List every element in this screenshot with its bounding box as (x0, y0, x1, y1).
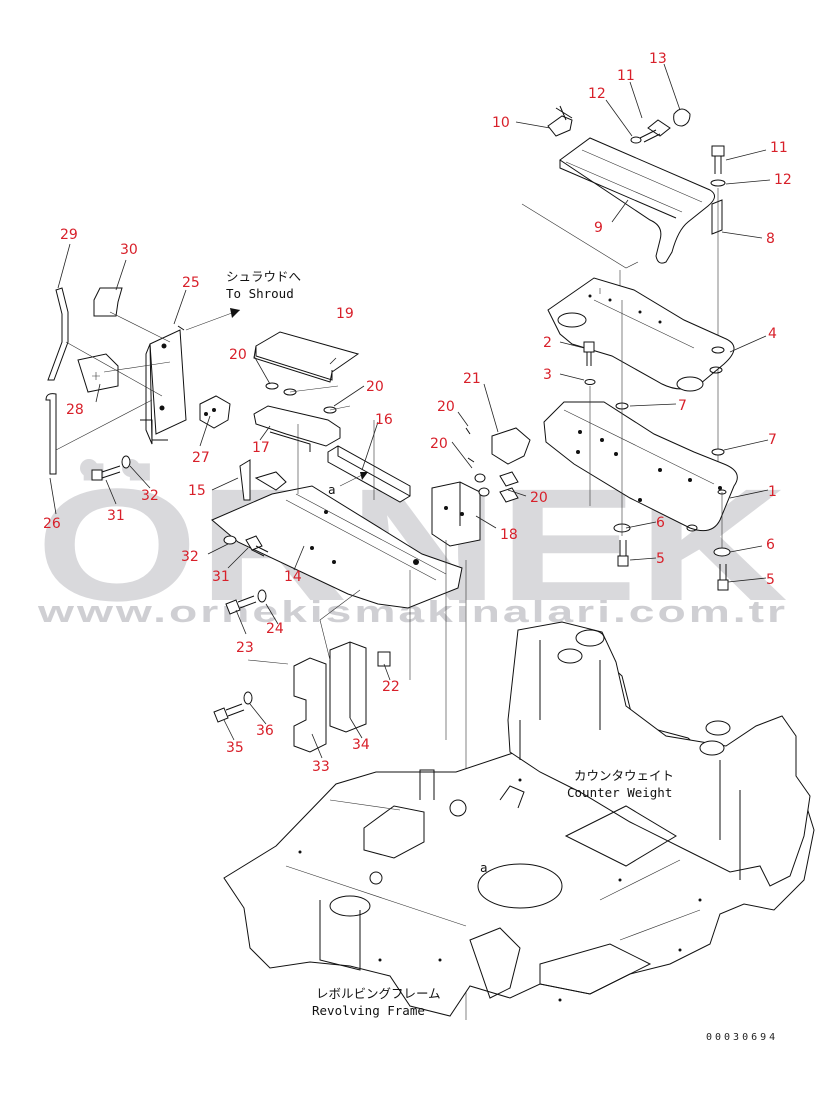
fasteners-right (583, 300, 731, 591)
cover-parts-top (521, 105, 726, 488)
callout-16: 16 (375, 412, 393, 428)
callout-32: 32 (141, 488, 159, 504)
callout-12: 12 (774, 172, 792, 188)
section-mark-a-top: a (328, 482, 336, 497)
annotations: シュラウドへ To Shroud カウンタウェイト Counter Weight… (226, 269, 778, 1043)
callout-32: 32 (181, 549, 199, 565)
callout-25: 25 (182, 275, 200, 291)
callout-29: 29 (60, 227, 78, 243)
callout-26: 26 (43, 516, 61, 532)
callout-8: 8 (766, 231, 775, 247)
label-counterweight-en: Counter Weight (567, 785, 672, 800)
label-revolving-frame-jp: レボルビングフレーム (316, 986, 441, 1001)
callout-9: 9 (594, 220, 603, 236)
callout-22: 22 (382, 679, 400, 695)
callout-1: 1 (768, 484, 777, 500)
callout-20: 20 (229, 347, 247, 363)
label-to-shroud-en: To Shroud (226, 286, 294, 301)
callout-20: 20 (437, 399, 455, 415)
callout-34: 34 (352, 737, 370, 753)
callout-31: 31 (212, 569, 230, 585)
label-to-shroud-jp: シュラウドへ (226, 269, 301, 284)
part-callouts: 13 11 12 10 11 12 9 8 29 30 25 19 20 20 … (43, 51, 792, 775)
callout-33: 33 (312, 759, 330, 775)
callout-11: 11 (617, 68, 635, 84)
callout-2: 2 (543, 335, 552, 351)
callout-13: 13 (649, 51, 667, 67)
callout-36: 36 (256, 723, 274, 739)
callout-28: 28 (66, 402, 84, 418)
callout-18: 18 (500, 527, 518, 543)
callout-20: 20 (530, 490, 548, 506)
callout-21: 21 (463, 371, 481, 387)
left-cover-parts (45, 287, 241, 481)
plate-1 (543, 401, 738, 532)
label-counterweight-jp: カウンタウェイト (574, 768, 674, 783)
center-cover-parts (211, 331, 531, 1020)
callout-6: 6 (656, 515, 665, 531)
callout-6: 6 (766, 537, 775, 553)
callout-17: 17 (252, 440, 270, 456)
callout-27: 27 (192, 450, 210, 466)
leader-lines (49, 63, 771, 759)
label-revolving-frame-en: Revolving Frame (312, 1003, 425, 1018)
callout-12: 12 (588, 86, 606, 102)
callout-10: 10 (492, 115, 510, 131)
callout-7: 7 (678, 398, 687, 414)
callout-15: 15 (188, 483, 206, 499)
callout-14: 14 (284, 569, 302, 585)
callout-31: 31 (107, 508, 125, 524)
callout-20: 20 (430, 436, 448, 452)
callout-11: 11 (770, 140, 788, 156)
drawing-code: 00030694 (706, 1032, 778, 1043)
callout-20: 20 (366, 379, 384, 395)
callout-24: 24 (266, 621, 284, 637)
callout-23: 23 (236, 640, 254, 656)
callout-30: 30 (120, 242, 138, 258)
callout-4: 4 (768, 326, 777, 342)
callout-5: 5 (656, 551, 665, 567)
callout-35: 35 (226, 740, 244, 756)
revolving-frame (223, 621, 815, 1017)
section-mark-a-frame: a (480, 860, 488, 875)
callout-19: 19 (336, 306, 354, 322)
callout-5: 5 (766, 572, 775, 588)
plate-4 (547, 277, 735, 392)
callout-3: 3 (543, 367, 552, 383)
callout-7: 7 (768, 432, 777, 448)
